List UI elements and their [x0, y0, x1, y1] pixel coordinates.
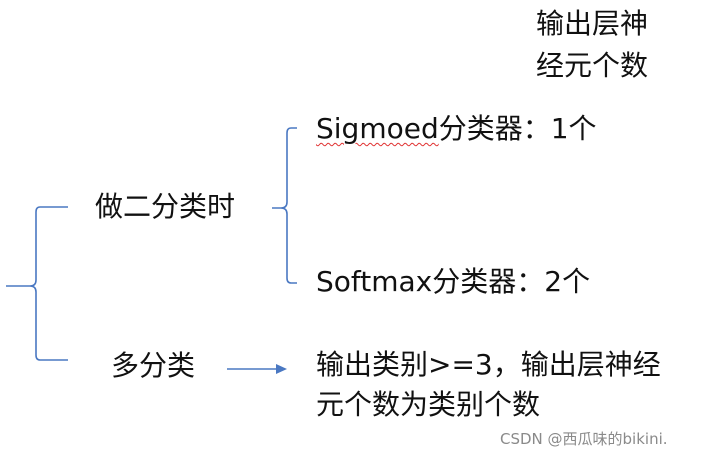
sigmoid-name: Sigmoed — [316, 112, 439, 145]
softmax-label: Softmax分类器：2个 — [316, 265, 591, 298]
multiclass-desc-line-2: 元个数为类别个数 — [316, 388, 541, 421]
header-line-1: 输出层神 — [536, 7, 649, 40]
outer-brace — [6, 206, 68, 361]
watermark: CSDN @西瓜味的bikini. — [500, 430, 668, 448]
binary-classification-label: 做二分类时 — [95, 190, 236, 223]
inner-brace — [272, 127, 297, 284]
sigmoid-label: Sigmoed分类器：1个 — [316, 110, 597, 148]
multiclass-label: 多分类 — [111, 349, 196, 382]
arrow-head — [276, 364, 287, 374]
sigmoid-suffix: 分类器：1个 — [438, 112, 597, 145]
header-line-2: 经元个数 — [536, 49, 649, 82]
multiclass-desc-line-1: 输出类别>=3，输出层神经 — [316, 348, 661, 381]
